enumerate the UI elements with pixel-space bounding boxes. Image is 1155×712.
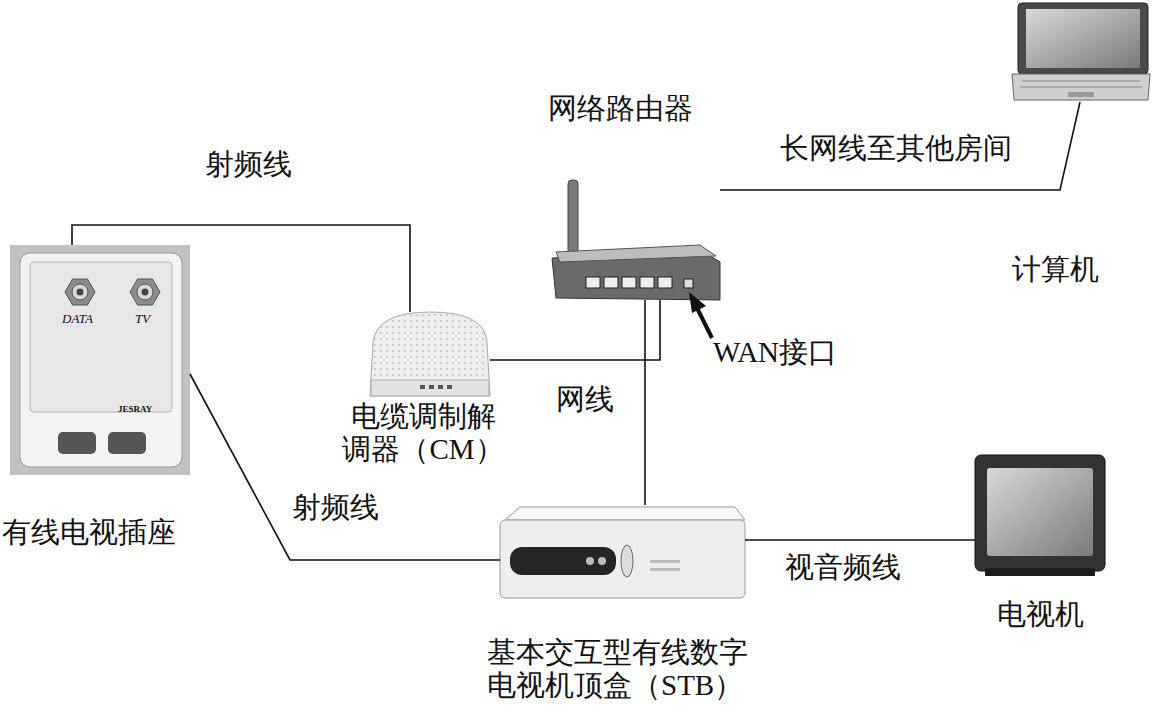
device-label: 网络路由器 (548, 92, 693, 125)
laptop-keys (1022, 81, 1140, 82)
device-node: 有线电视插座 (10, 245, 190, 475)
modem-illustration (370, 312, 490, 396)
outlet-illustration (10, 245, 190, 475)
device-node: 计算机 (1010, 2, 1152, 102)
cable-line (745, 539, 975, 541)
tv-stand (985, 568, 1095, 576)
stb-mark (650, 560, 680, 563)
port-label: TV (135, 312, 150, 327)
leader-line (697, 308, 712, 338)
port-callout: WAN接口 (713, 336, 837, 369)
stb-illustration (500, 507, 745, 598)
modem-led (420, 385, 425, 389)
wan-pointer (689, 292, 712, 338)
device-label: 有线电视插座 (2, 516, 176, 549)
modem-body (370, 312, 490, 396)
router-port (658, 277, 672, 288)
outlet-plate (20, 253, 182, 467)
device-label: 计算机 (1012, 253, 1099, 286)
laptop-illustration (1012, 3, 1150, 100)
cable-line (490, 300, 660, 360)
laptop-pad (1068, 92, 1094, 97)
tv-frame (975, 455, 1105, 571)
router-top (556, 245, 716, 262)
cable-label: 射频线 (205, 148, 292, 181)
stb-mark (650, 568, 680, 571)
router-port (586, 277, 600, 288)
router-port (684, 279, 693, 288)
cable-line (72, 225, 410, 312)
stb-display (510, 547, 616, 575)
device-node: 基本交互型有线数字 电视机顶盒（STB） (500, 505, 745, 600)
cable-label: 视音频线 (785, 551, 901, 584)
cable-label: 网线 (556, 383, 614, 416)
brand-label: JESRAY (118, 404, 152, 414)
stb-top (505, 507, 745, 520)
outlet-socket (58, 432, 96, 454)
port-nut (130, 279, 160, 305)
port-nut (65, 279, 95, 305)
device-node: 网络路由器 (550, 178, 720, 300)
photo-ground (10, 245, 190, 475)
laptop-screen (1026, 9, 1140, 68)
cable-line (644, 300, 646, 505)
outlet-panel (30, 262, 172, 412)
router-port (604, 277, 618, 288)
stb-button (598, 557, 606, 565)
device-label: 电缆调制解 调器（CM） (337, 400, 509, 467)
leader-head (689, 292, 706, 313)
router-illustration (552, 180, 720, 300)
port-label: DATA (62, 312, 93, 327)
router-port (622, 277, 636, 288)
laptop-lid (1018, 3, 1148, 74)
cable-label: 射频线 (292, 491, 379, 524)
port-pin (142, 289, 149, 296)
port-socket (72, 284, 88, 300)
device-node: 电视机 (975, 455, 1105, 575)
router-port (640, 277, 654, 288)
device-label: 基本交互型有线数字 电视机顶盒（STB） (487, 636, 769, 703)
tv-screen (987, 468, 1093, 556)
port-pin (77, 289, 84, 296)
device-label: 电视机 (997, 598, 1084, 631)
outlet-socket (108, 432, 146, 454)
laptop-keys (1020, 87, 1142, 88)
modem-led (447, 385, 452, 389)
port-socket (137, 284, 153, 300)
cable-label: 长网线至其他房间 (780, 132, 1012, 165)
stb-knob (621, 545, 633, 577)
tv-illustration (975, 455, 1105, 576)
cable-line (720, 102, 1080, 190)
stb-body (500, 520, 745, 598)
modem-led (438, 385, 443, 389)
stb-button (586, 557, 594, 565)
laptop-base (1012, 74, 1150, 100)
modem-front (371, 380, 489, 396)
modem-led (429, 385, 434, 389)
device-node: 电缆调制解 调器（CM） (370, 312, 490, 396)
